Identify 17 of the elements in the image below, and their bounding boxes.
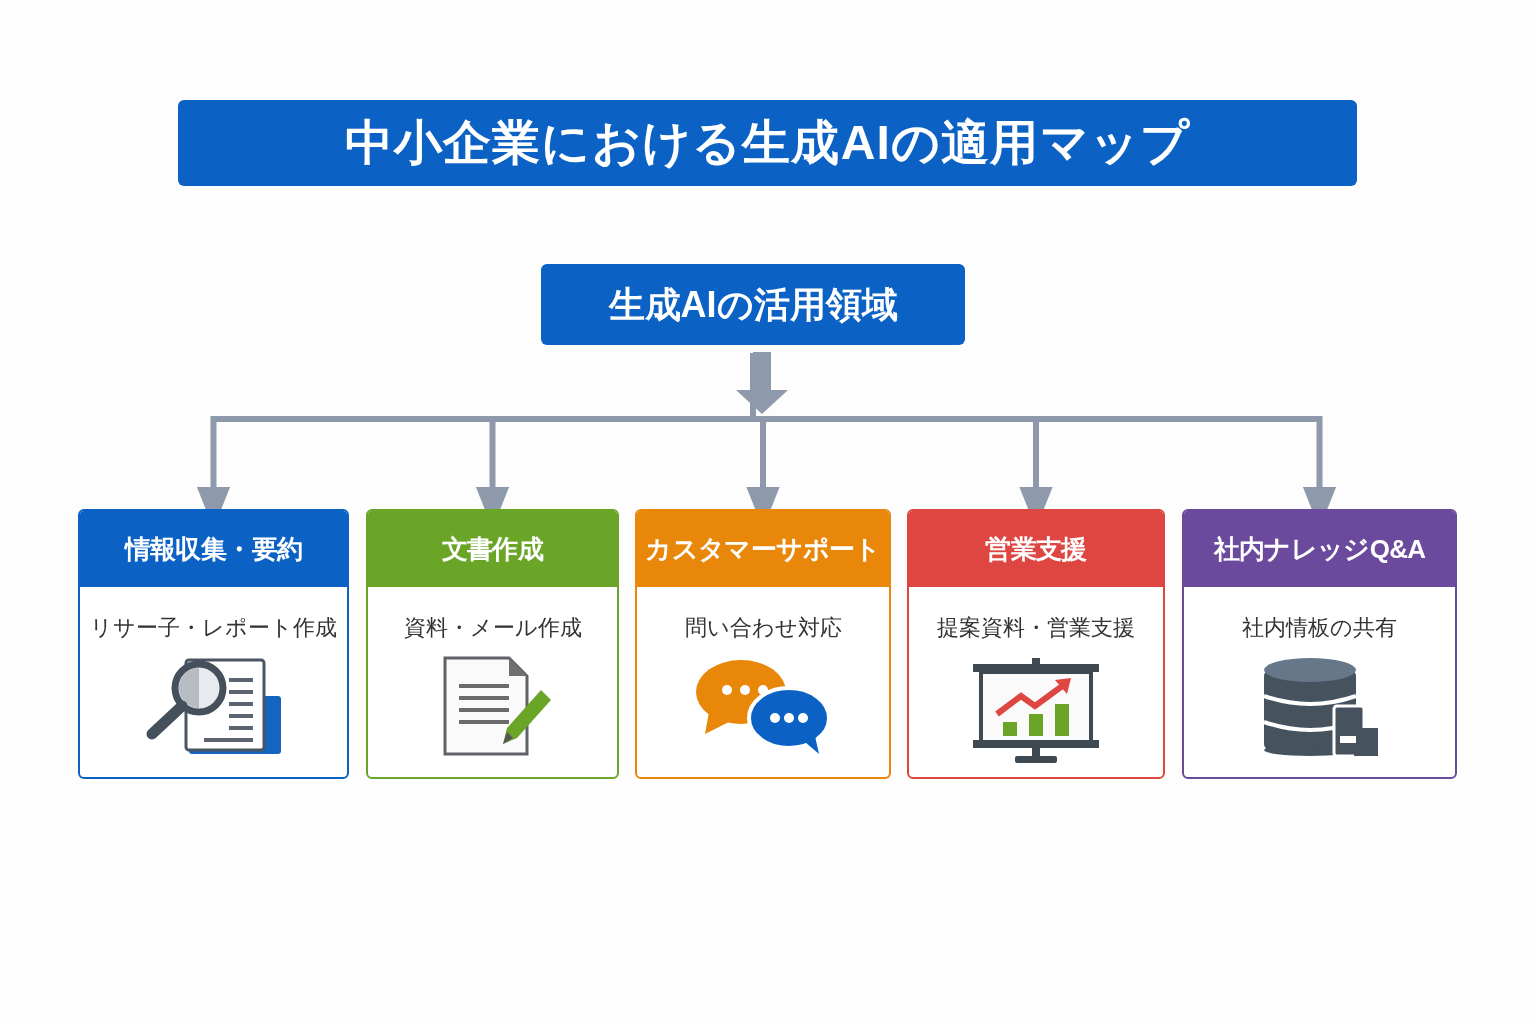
card-header: 情報収集・要約 [80, 511, 347, 587]
card-description: 社内情板の共有 [1242, 614, 1397, 642]
category-card [366, 509, 619, 779]
card-header: 社内ナレッジQ&A [1184, 511, 1455, 587]
card-header: 文書作成 [368, 511, 617, 587]
card-description: 提案資料・営業支援 [937, 614, 1135, 642]
card-description: 問い合わせ対応 [684, 614, 842, 642]
category-card [907, 509, 1165, 779]
category-card [78, 509, 349, 779]
card-description: リサー子・レポート作成 [90, 614, 337, 642]
card-header: カスタマーサポート [637, 511, 889, 587]
category-card [635, 509, 891, 779]
card-header: 営業支援 [909, 511, 1163, 587]
card-description: 資料・メール作成 [403, 614, 582, 642]
category-card [1182, 509, 1457, 779]
category-box: 生成AIの活用領域 [541, 264, 965, 345]
title-banner: 中小企業における生成AIの適用マップ [178, 100, 1357, 186]
